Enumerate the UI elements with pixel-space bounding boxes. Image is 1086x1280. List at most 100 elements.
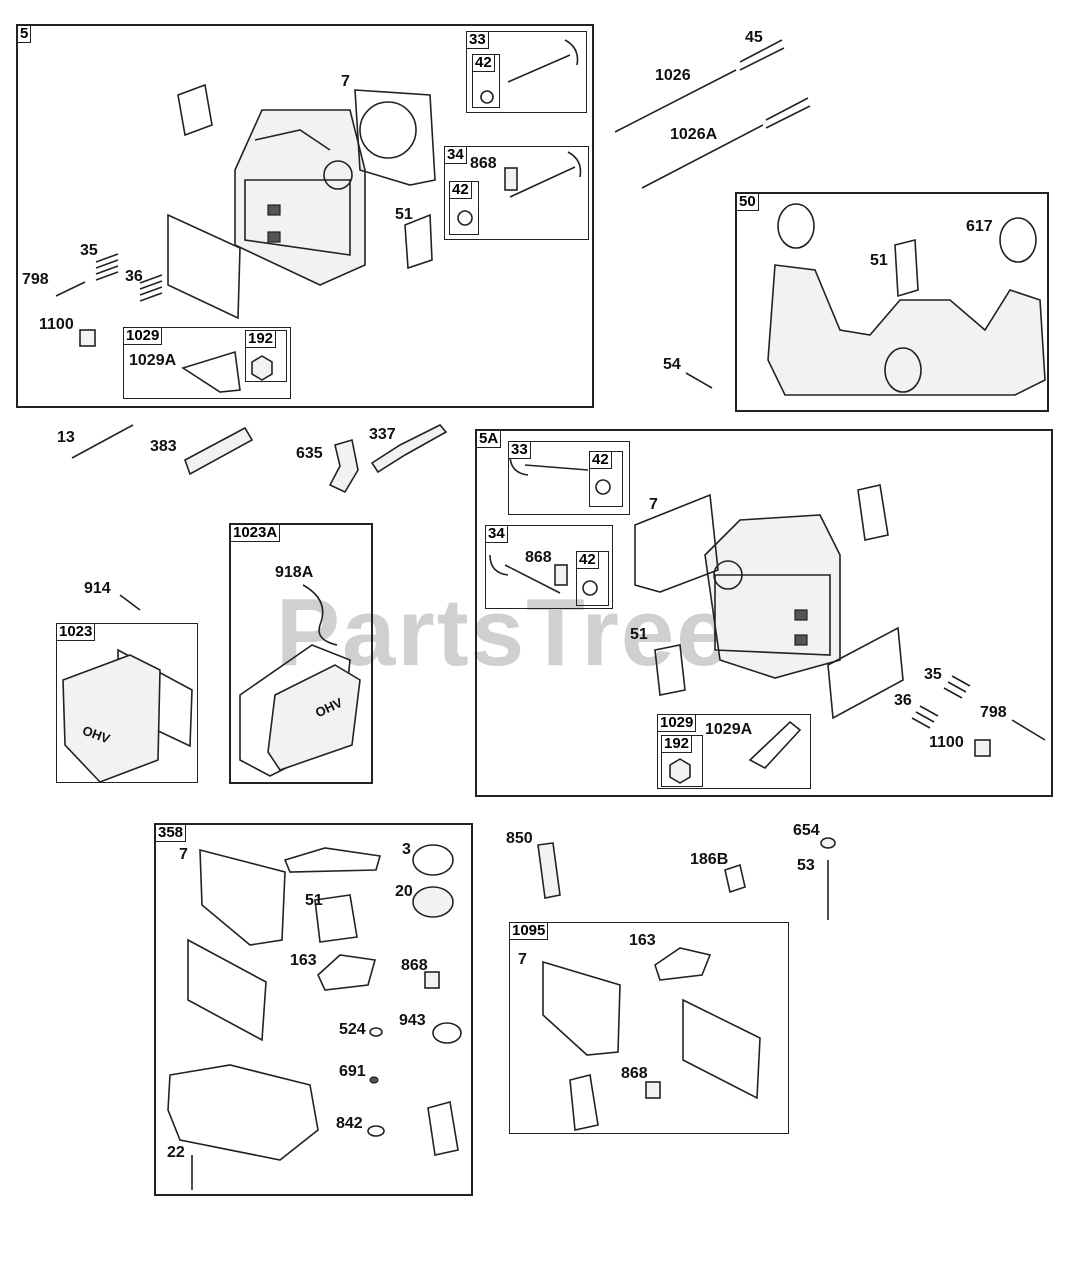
assembly-box-33: 33 xyxy=(466,31,587,113)
head-gasket-right-art xyxy=(634,493,719,593)
callout-918A: 918A xyxy=(275,564,314,581)
callout-163-358: 163 xyxy=(290,952,317,969)
guide-868c-art xyxy=(424,971,440,989)
box-tag-33b: 33 xyxy=(508,441,531,459)
callout-1029A-right: 1029A xyxy=(705,721,753,738)
box-tag-34: 34 xyxy=(444,146,467,164)
assembly-box-34b: 34 xyxy=(485,525,613,609)
callout-51-left: 51 xyxy=(395,206,413,223)
nut-654-art xyxy=(820,837,836,849)
spring-36-left-art xyxy=(139,274,163,302)
gasket-50-ring-a-art xyxy=(777,203,815,249)
callout-798-right: 798 xyxy=(980,704,1007,721)
box-tag-5A: 5A xyxy=(476,430,502,448)
callout-842: 842 xyxy=(336,1115,363,1132)
assembly-box-5A: 5A xyxy=(475,429,1053,797)
callout-7-1095: 7 xyxy=(518,951,527,968)
rocker-cover-gasket-left-art xyxy=(167,213,241,320)
assembly-box-33b: 33 xyxy=(508,441,630,515)
callout-654: 654 xyxy=(793,822,820,839)
assembly-box-42d: 42 xyxy=(576,551,609,606)
callout-54: 54 xyxy=(663,356,681,373)
callout-798-left: 798 xyxy=(22,271,49,288)
exhaust-gasket-right-art xyxy=(857,484,889,541)
callout-186B: 186B xyxy=(690,851,729,868)
screw-914-art xyxy=(119,594,141,611)
callout-35-right: 35 xyxy=(924,666,942,683)
callout-7-358: 7 xyxy=(179,846,188,863)
boot-635-art xyxy=(328,438,359,494)
spark-plug-337-art xyxy=(370,424,448,474)
bolt-13-art xyxy=(71,424,134,459)
oring-691-art xyxy=(369,1076,379,1084)
callout-51-right: 51 xyxy=(630,626,648,643)
bolt-54-art xyxy=(685,372,713,389)
head-gasket-1095-art xyxy=(542,960,621,1056)
callout-943: 943 xyxy=(399,1012,426,1029)
callout-51-358: 51 xyxy=(305,892,323,909)
tappet-45-art xyxy=(739,39,785,71)
box-tag-192b: 192 xyxy=(661,735,693,753)
assembly-box-1095: 1095 xyxy=(509,922,789,1134)
keeper-42c-art xyxy=(595,479,611,495)
nut-1100-right-art xyxy=(974,739,991,757)
guide-868b-art xyxy=(554,564,568,586)
assembly-box-34: 34 xyxy=(444,146,589,240)
callout-868-right: 868 xyxy=(525,549,552,566)
callout-337: 337 xyxy=(369,426,396,443)
valve-34-art xyxy=(509,151,582,198)
valve-cover-1023A-art xyxy=(267,664,361,771)
assembly-box-192b: 192 xyxy=(661,735,703,787)
assembly-box-1029: 1029 xyxy=(123,327,291,399)
callout-1026: 1026 xyxy=(655,67,691,84)
keeper-42d-art xyxy=(582,580,598,596)
oring-842-art xyxy=(367,1125,385,1137)
watermark: PartsTree xyxy=(276,579,732,686)
gasket-617-art xyxy=(999,217,1037,263)
callout-7-right: 7 xyxy=(649,496,658,513)
tappet-45b-art xyxy=(765,97,811,129)
bolt-798-right-art xyxy=(1011,719,1046,741)
rocker-arm-right-art xyxy=(748,720,802,769)
oring-524-art xyxy=(369,1027,383,1037)
box-tag-1029b: 1029 xyxy=(657,714,697,732)
callout-45: 45 xyxy=(745,29,763,46)
callout-635: 635 xyxy=(296,445,323,462)
pushrod-1026-art xyxy=(614,69,737,133)
box-tag-34b: 34 xyxy=(485,525,508,543)
cylinder-head-right-art xyxy=(704,514,841,679)
intake-manifold-art xyxy=(767,264,1046,396)
tube-918A-art xyxy=(302,584,338,646)
seal-3-art xyxy=(412,844,454,876)
callout-22: 22 xyxy=(167,1144,185,1161)
callout-914: 914 xyxy=(84,580,111,597)
assembly-box-1023: 1023 xyxy=(56,623,198,783)
gasket-51-manifold-art xyxy=(894,238,919,298)
box-tag-42c: 42 xyxy=(589,451,612,469)
box-tag-33: 33 xyxy=(466,31,489,49)
box-tag-1095: 1095 xyxy=(509,922,549,940)
callout-691: 691 xyxy=(339,1063,366,1080)
nut-192-left-art xyxy=(251,355,273,381)
callout-1100-left: 1100 xyxy=(39,316,74,333)
gasket-163-1095-art xyxy=(654,947,712,981)
box-tag-5: 5 xyxy=(17,25,32,43)
callout-13: 13 xyxy=(57,429,75,446)
callout-1026A: 1026A xyxy=(670,126,718,143)
assembly-box-42c: 42 xyxy=(589,451,623,507)
exhaust-gasket-1095-art xyxy=(569,1074,599,1131)
callout-524: 524 xyxy=(339,1021,366,1038)
assembly-box-358: 358 xyxy=(154,823,473,1196)
rocker-arm-left-art xyxy=(181,350,241,393)
valve-cover-1023-art xyxy=(62,654,161,783)
exhaust-gasket-358-art xyxy=(427,1100,459,1156)
assembly-box-50: 50 xyxy=(735,192,1049,412)
box-tag-1023A: 1023A xyxy=(230,524,281,542)
callout-868-358: 868 xyxy=(401,957,428,974)
guide-868a-art xyxy=(504,167,518,191)
box-tag-358: 358 xyxy=(155,824,187,842)
keeper-42b-art xyxy=(457,210,473,226)
oring-943-art xyxy=(432,1022,462,1044)
